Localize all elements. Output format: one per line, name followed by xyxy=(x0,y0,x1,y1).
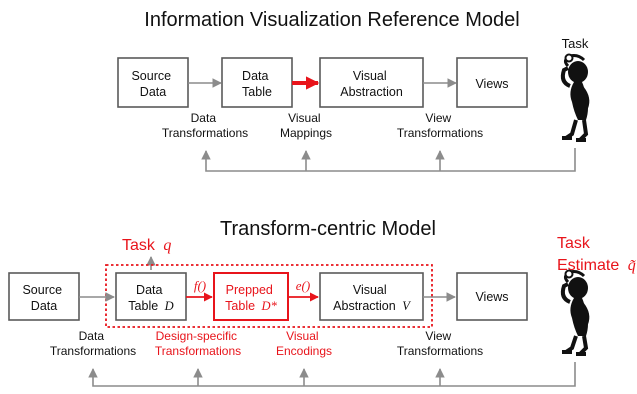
svg-text:Data Transformations: Data Transformations xyxy=(162,111,248,140)
svg-text:Data Transformations: Data Transformations xyxy=(50,329,136,358)
bottom-views-label: Views xyxy=(475,290,508,304)
svg-text:Source Data: Source Data xyxy=(131,69,174,99)
top-title: Information Visualization Reference Mode… xyxy=(144,9,519,31)
top-label-view-transformations-2: Transformations xyxy=(397,126,483,140)
bottom-label-design-specific-2: Transformations xyxy=(155,344,241,358)
top-label-view-transformations-1: View xyxy=(425,111,451,125)
bottom-title: Transform-centric Model xyxy=(220,218,436,240)
bottom-box-visual-abstraction: Visual Abstraction V xyxy=(319,272,424,321)
bottom-box-data-table: Data Table D xyxy=(115,272,187,321)
bottom-label-data-transformations-1: Data xyxy=(79,329,105,343)
bottom-prepped-line2: Table D* xyxy=(225,299,277,313)
bottom-label-view-transformations-1: View xyxy=(425,329,451,343)
top-label-visual-mappings-2: Mappings xyxy=(280,126,332,140)
svg-text:Design-specific Transfor: Design-specific Transformations xyxy=(155,329,241,358)
top-source-line2: Data xyxy=(140,85,166,99)
bottom-visual-line2: Abstraction V xyxy=(333,299,411,313)
top-label-visual-mappings-1: Visual xyxy=(288,111,320,125)
task-q-label: Task q xyxy=(122,237,171,254)
bottom-table-line1: Data xyxy=(136,283,162,297)
top-box-data-table: Data Table xyxy=(221,57,293,108)
top-box-source-data: Source Data xyxy=(117,57,189,108)
top-box-views: Views xyxy=(456,57,528,108)
bottom-box-source-data: Source Data xyxy=(8,272,80,321)
bottom-label-data-transformations-2: Transformations xyxy=(50,344,136,358)
top-table-line1: Data xyxy=(242,69,268,83)
bottom-label-visual-encodings-2: Encodings xyxy=(276,344,332,358)
top-box-visual-abstraction: Visual Abstraction xyxy=(319,57,424,108)
svg-text:Task Estimate: Task Estimate q̃ xyxy=(557,235,636,274)
top-visual-line2: Abstraction xyxy=(340,85,403,99)
svg-text:Visual Abst: Visual Abstraction V xyxy=(333,283,411,313)
top-label-data-transformations-2: Transformations xyxy=(162,126,248,140)
task-estimate-line2: Estimate q̃ xyxy=(557,257,636,274)
svg-text:View Transformations: View Transformations xyxy=(397,111,483,140)
svg-text:Data Table: Data Table xyxy=(242,69,272,99)
svg-text:Prepped Tab: Prepped Table D* xyxy=(225,283,277,313)
svg-text:Visual Abstraction: Visual Abstraction xyxy=(340,69,403,99)
bottom-label-view-transformations-2: Transformations xyxy=(397,344,483,358)
top-table-line2: Table xyxy=(242,85,272,99)
svg-text:Visual Mappings: Visual Mappings xyxy=(280,111,332,140)
top-task-label: Task xyxy=(562,36,589,51)
top-visual-line1: Visual xyxy=(353,69,387,83)
bottom-prepped-line1: Prepped xyxy=(226,283,273,297)
thinking-person-icon xyxy=(560,53,590,142)
bottom-label-visual-encodings-1: Visual xyxy=(286,329,318,343)
bottom-box-prepped-table: Prepped Table D* xyxy=(213,272,289,321)
bottom-box-views: Views xyxy=(456,272,528,321)
bottom-source-line1: Source xyxy=(22,283,62,297)
svg-text:Source Data: Source Data xyxy=(22,283,65,313)
task-estimate-line1: Task xyxy=(557,235,591,252)
function-f-label: f() xyxy=(194,278,206,293)
bottom-table-line2: Table D xyxy=(128,299,173,313)
top-views-label: Views xyxy=(475,77,508,91)
bottom-source-line2: Data xyxy=(31,299,57,313)
svg-text:Data Table: Data Table D xyxy=(128,283,173,313)
svg-text:Visual Encodings: Visual Encodings xyxy=(276,329,332,358)
bottom-visual-line1: Visual xyxy=(353,283,387,297)
svg-text:View Transformations: View Transformations xyxy=(397,329,483,358)
top-source-line1: Source xyxy=(131,69,171,83)
top-label-data-transformations-1: Data xyxy=(191,111,217,125)
thinking-person-icon xyxy=(560,269,590,356)
bottom-label-design-specific-1: Design-specific xyxy=(156,329,237,343)
function-e-label: e() xyxy=(296,278,310,293)
bottom-model: Transform-centric Model Task q Task Esti… xyxy=(8,218,636,387)
top-model: Information Visualization Reference Mode… xyxy=(117,9,590,172)
top-feedback-bracket xyxy=(201,148,576,172)
bottom-feedback-bracket xyxy=(88,362,576,387)
